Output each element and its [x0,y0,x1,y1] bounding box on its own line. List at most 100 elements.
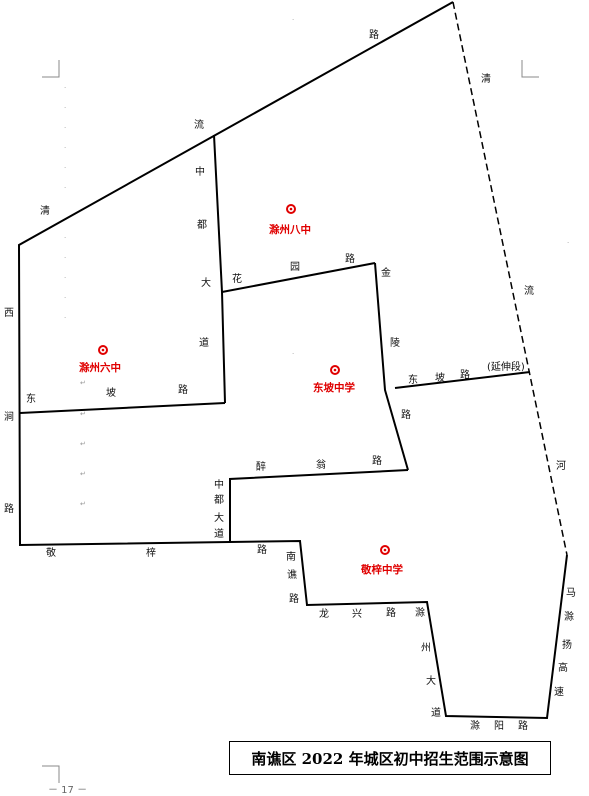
school-marker-icon [286,204,296,214]
dongpo-road-left-line [19,402,226,414]
svg-text:·: · [292,350,294,358]
svg-text:·: · [64,254,66,262]
road-label: 龙 [319,607,329,620]
road-label: 滁 [564,610,574,623]
district-boundary [17,1,568,720]
road-label: 都 [197,219,207,231]
road-label: 扬 [562,638,572,651]
school-label: 东坡中学 [313,381,355,394]
page-number: － 17 － [48,785,88,796]
road-label: 路 [386,606,396,619]
svg-text:·: · [64,104,66,112]
road-label: (延伸段) [487,360,525,373]
road-label: 马 [566,587,576,599]
road-label: 高 [558,661,568,674]
road-label: 兴 [352,608,362,620]
road-label: 路 [460,368,470,381]
road-label: 清 [481,72,491,85]
svg-text:·: · [567,239,569,247]
svg-text:↵: ↵ [80,470,86,478]
road-label: 涧 [4,410,14,423]
road-label: 金 [381,266,391,279]
road-label: 滁 [470,719,480,732]
road-label: 流 [194,118,204,131]
school-marker-dot [289,207,293,211]
road-label: 梓 [146,546,156,559]
road-label: 路 [372,454,382,467]
svg-text:↵: ↵ [80,500,86,508]
svg-text:·: · [64,144,66,152]
school-label: 滁州六中 [79,361,121,374]
road-label: 坡 [435,371,445,384]
map-title: 南谯区 2022 年城区初中招生范围示意图 [229,741,551,775]
svg-text:↵: ↵ [80,440,86,448]
huayuan-road-line [221,262,376,293]
road-label: 花 [232,272,242,285]
school-marker-icon [380,545,390,555]
river-dashed-boundary [452,1,568,556]
road-labels: 路 清 流 清 流 中 都 大 道 花 园 路 金 陵 路 西 涧 路 东 坡 … [4,28,576,732]
svg-text:·: · [64,294,66,302]
road-label: 道 [199,336,209,349]
school-label: 敬梓中学 [360,563,403,576]
school-marker-dot [101,348,105,352]
school-label: 滁州八中 [269,223,311,236]
road-label: 大 [201,276,211,289]
road-label: 路 [369,28,379,41]
road-label: 东 [408,373,418,386]
school-marker-dot [383,548,387,552]
road-label: 大 [214,511,224,524]
road-label: 南 [286,550,296,563]
road-label: 河 [556,460,566,472]
svg-text:↵: ↵ [80,410,86,418]
road-label: 醉 [256,460,266,473]
road-label: 速 [554,686,564,698]
zhongdu-avenue-line [213,134,226,404]
svg-text:·: · [64,314,66,322]
dongpo-road-right-line [394,371,531,389]
road-label: 中 [214,478,224,491]
school-marker-icon [330,365,340,375]
svg-text:·: · [64,234,66,242]
school-jingzi: 敬梓中学 [360,545,403,576]
svg-text:·: · [64,124,66,132]
road-label: 阳 [494,720,504,732]
road-label: 东 [26,392,36,405]
svg-text:↵: ↵ [80,379,86,387]
school-marker-icon [98,345,108,355]
road-label: 中 [195,165,205,178]
school-dongpo: 东坡中学 [313,365,355,394]
svg-text:·: · [64,274,66,282]
page-corner-marks [42,60,539,783]
school-marker-dot [333,368,337,372]
road-label: 路 [401,408,411,421]
road-label: 大 [426,674,436,687]
road-label: 西 [4,308,14,319]
road-label: 滁 [415,606,425,619]
road-label: 敬 [46,546,56,559]
road-label: 路 [345,252,355,265]
road-label: 园 [290,261,300,273]
road-label: 路 [4,502,14,515]
road-label: 道 [214,527,224,540]
road-label: 路 [289,592,299,605]
road-label: 清 [40,204,50,217]
jinling-road-line [374,262,409,471]
school-chuzhou-6: 滁州六中 [79,345,121,374]
svg-text:·: · [64,184,66,192]
road-label: 道 [431,706,441,719]
road-label: 陵 [390,337,400,349]
road-label: 州 [421,642,431,654]
road-label: 谯 [287,568,297,581]
road-label: 坡 [106,386,116,399]
road-label: 路 [178,383,188,396]
road-label: 路 [257,543,267,556]
guide-dots: ··· ··· ··· ·· ↵↵↵ ↵↵ ··· [64,16,569,508]
svg-text:·: · [64,84,66,92]
road-label: 路 [518,719,528,732]
svg-text:·: · [292,16,294,24]
school-chuzhou-8: 滁州八中 [269,204,311,236]
road-label: 翁 [316,458,326,471]
zuiweng-road-line [229,469,409,541]
